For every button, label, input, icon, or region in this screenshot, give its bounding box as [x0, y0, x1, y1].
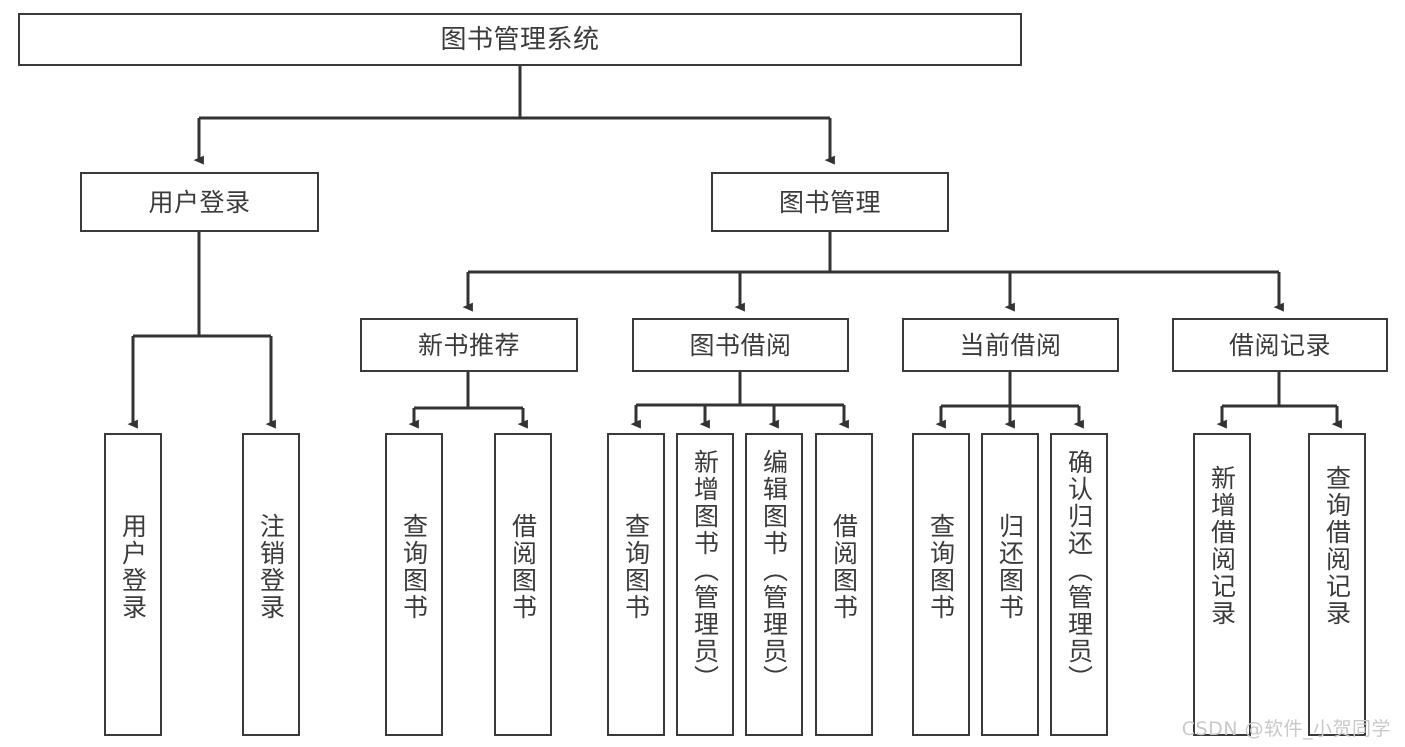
node-book-manage[interactable]: 图书管理 — [711, 172, 949, 232]
node-leaf-query-book-2-label: 查询图书 — [621, 513, 651, 621]
node-user-login-label: 用户登录 — [148, 187, 251, 217]
node-leaf-user-login[interactable]: 用户登录 — [104, 433, 162, 736]
node-leaf-add-record-label: 新增借阅记录 — [1207, 465, 1237, 627]
node-leaf-user-login-label: 用户登录 — [118, 513, 148, 621]
node-leaf-logout-label: 注销登录 — [256, 513, 286, 621]
node-leaf-query-book-2[interactable]: 查询图书 — [607, 433, 665, 736]
node-leaf-return-book[interactable]: 归还图书 — [981, 433, 1039, 736]
node-book-borrow[interactable]: 图书借阅 — [632, 318, 849, 372]
node-leaf-borrow-book-1-label: 借阅图书 — [508, 513, 538, 621]
node-leaf-edit-book[interactable]: 编辑图书（管理员） — [745, 433, 803, 736]
node-leaf-query-book-1[interactable]: 查询图书 — [385, 433, 443, 736]
node-book-borrow-label: 图书借阅 — [689, 330, 792, 360]
node-leaf-borrow-book-2[interactable]: 借阅图书 — [815, 433, 873, 736]
node-leaf-confirm-return-label: 确认归还（管理员） — [1064, 449, 1094, 692]
node-leaf-return-book-label: 归还图书 — [995, 513, 1025, 621]
node-root[interactable]: 图书管理系统 — [18, 13, 1022, 66]
node-leaf-borrow-book-2-label: 借阅图书 — [829, 513, 859, 621]
node-book-manage-label: 图书管理 — [778, 187, 881, 217]
node-leaf-borrow-book-1[interactable]: 借阅图书 — [494, 433, 552, 736]
node-current-borrow-label: 当前借阅 — [959, 330, 1062, 360]
node-new-book-rec-label: 新书推荐 — [417, 330, 520, 360]
node-leaf-query-record[interactable]: 查询借阅记录 — [1308, 433, 1366, 736]
node-leaf-logout[interactable]: 注销登录 — [242, 433, 300, 736]
node-leaf-add-book[interactable]: 新增图书（管理员） — [676, 433, 734, 736]
node-current-borrow[interactable]: 当前借阅 — [902, 318, 1119, 372]
node-leaf-query-book-3-label: 查询图书 — [926, 513, 956, 621]
node-leaf-edit-book-label: 编辑图书（管理员） — [759, 449, 789, 692]
node-leaf-query-record-label: 查询借阅记录 — [1322, 465, 1352, 627]
node-leaf-query-book-3[interactable]: 查询图书 — [912, 433, 970, 736]
node-leaf-query-book-1-label: 查询图书 — [399, 513, 429, 621]
node-root-label: 图书管理系统 — [440, 24, 600, 55]
node-borrow-record[interactable]: 借阅记录 — [1172, 318, 1388, 372]
node-borrow-record-label: 借阅记录 — [1228, 330, 1331, 360]
node-leaf-add-book-label: 新增图书（管理员） — [690, 449, 720, 692]
node-new-book-rec[interactable]: 新书推荐 — [360, 318, 578, 372]
node-user-login[interactable]: 用户登录 — [80, 172, 319, 232]
node-leaf-confirm-return[interactable]: 确认归还（管理员） — [1050, 433, 1108, 736]
node-leaf-add-record[interactable]: 新增借阅记录 — [1193, 433, 1251, 736]
